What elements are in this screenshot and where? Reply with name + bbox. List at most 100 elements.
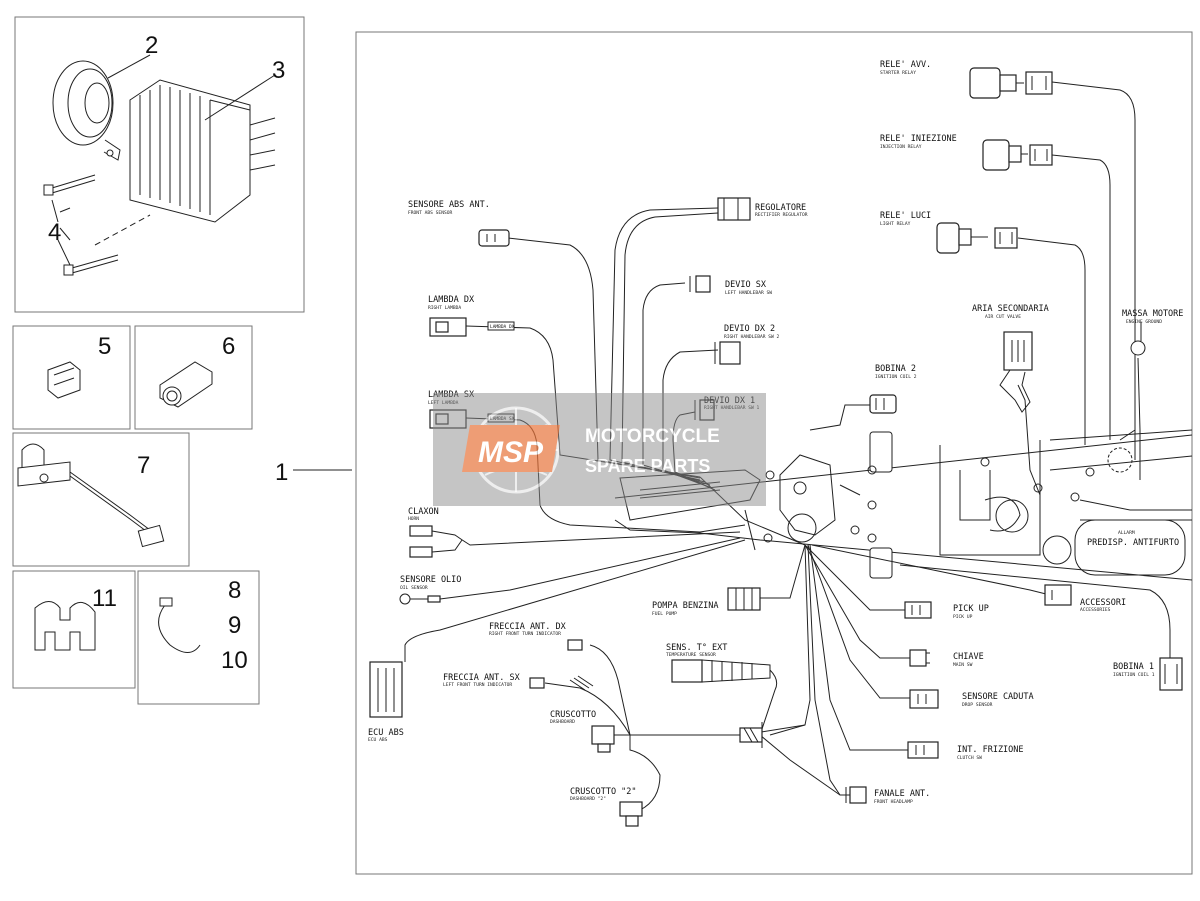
connector-devio-dx2 bbox=[714, 341, 741, 365]
label-fanale-ant: FANALE ANT. bbox=[874, 789, 930, 799]
harness-sleeve bbox=[739, 722, 763, 748]
watermark: MSP MOTORCYCLE SPARE PARTS bbox=[433, 393, 766, 506]
callout-11: 11 bbox=[92, 585, 117, 612]
label-fanale-ant-en: FRONT HEADLAMP bbox=[874, 799, 913, 805]
label-lambda-sx-en: LEFT LAMBDA bbox=[428, 400, 459, 406]
panel-part-6 bbox=[134, 325, 253, 430]
label-bobina2-en: IGNITION COIL 2 bbox=[875, 374, 917, 380]
label-cruscotto: CRUSCOTTO bbox=[550, 710, 596, 720]
label-regolatore-en: RECTIFIER REGULATOR bbox=[755, 212, 808, 218]
connector-rele-iniezione bbox=[982, 139, 1053, 171]
connector-bobina1 bbox=[1159, 657, 1183, 691]
label-rele-avv-en: STARTER RELAY bbox=[880, 70, 916, 76]
label-sens-temp: SENS. T° EXT bbox=[666, 643, 727, 653]
label-bobina1: BOBINA 1 bbox=[1113, 662, 1154, 672]
regulator-part bbox=[129, 79, 276, 223]
label-chiave-en: MAIN SW bbox=[953, 662, 973, 668]
label-freccia-dx: FRECCIA ANT. DX bbox=[489, 622, 567, 632]
label-lambda-dx: LAMBDA DX bbox=[428, 295, 475, 305]
connector-fanale bbox=[845, 786, 867, 804]
label-cruscotto2-en: DASHBOARD "2" bbox=[570, 796, 606, 802]
label-rele-avv: RELE' AVV. bbox=[880, 60, 931, 70]
label-freccia-sx-en: LEFT FRONT TURN INDICATOR bbox=[443, 682, 512, 688]
label-devio-sx: DEVIO SX bbox=[725, 280, 767, 290]
label-devio-sx-en: LEFT HANDLEBAR SW bbox=[725, 290, 772, 296]
connector-chiave bbox=[909, 649, 930, 667]
label-freccia-sx: FRECCIA ANT. SX bbox=[443, 673, 521, 683]
label-accessori-en: ACCESSORIES bbox=[1080, 607, 1111, 613]
callout-7: 7 bbox=[137, 452, 150, 479]
callout-3: 3 bbox=[272, 57, 285, 84]
label-sensore-abs: SENSORE ABS ANT. bbox=[408, 200, 490, 210]
label-int-frizione-en: CLUTCH SW bbox=[957, 755, 982, 761]
chassis-outline bbox=[614, 429, 1193, 581]
tag-lambda-sx: LAMBDA SX bbox=[490, 416, 515, 422]
connector-part-6 bbox=[159, 361, 213, 408]
label-chiave: CHIAVE bbox=[953, 652, 984, 662]
connector-pick-up bbox=[904, 601, 932, 619]
connector-cruscotto2 bbox=[619, 801, 643, 827]
panel-horn-regulator bbox=[14, 16, 305, 313]
label-devio-dx2: DEVIO DX 2 bbox=[724, 324, 775, 334]
connector-bobina2 bbox=[869, 394, 897, 414]
horn-part bbox=[52, 60, 121, 161]
callout-1: 1 bbox=[275, 459, 288, 486]
label-aria-secondaria-en: AIR CUT VALVE bbox=[985, 314, 1021, 320]
callout-9: 9 bbox=[228, 612, 241, 639]
connector-sensore-caduta bbox=[909, 689, 939, 709]
label-regolatore: REGOLATORE bbox=[755, 203, 806, 213]
label-devio-dx2-en: RIGHT HANDLEBAR SW 2 bbox=[724, 334, 780, 340]
tag-lambda-dx: LAMBDA DX bbox=[490, 324, 515, 330]
panel-part-5 bbox=[12, 325, 131, 430]
label-rele-luci-en: LIGHT RELAY bbox=[880, 221, 911, 227]
label-sens-temp-en: TEMPERATURE SENSOR bbox=[666, 652, 716, 658]
connector-freccia-sx bbox=[529, 675, 594, 691]
connector-accessori bbox=[1044, 584, 1072, 606]
connector-int-frizione bbox=[907, 741, 939, 759]
label-pick-up: PICK UP bbox=[953, 604, 989, 614]
label-rele-iniezione: RELE' INIEZIONE bbox=[880, 134, 957, 144]
label-sensore-caduta-en: DROP SENSOR bbox=[962, 702, 993, 708]
band-part-8 bbox=[158, 597, 201, 653]
label-cruscotto2: CRUSCOTTO "2" bbox=[570, 787, 637, 797]
label-massa-motore-en: ENGINE GROUND bbox=[1126, 319, 1162, 325]
label-massa-motore: MASSA MOTORE bbox=[1122, 309, 1183, 319]
label-freccia-dx-en: RIGHT FRONT TURN INDICATOR bbox=[489, 631, 561, 637]
label-devio-dx1-en: RIGHT HANDLEBAR SW 1 bbox=[704, 405, 760, 411]
label-pick-up-en: PICK UP bbox=[953, 614, 973, 620]
clip-part-5 bbox=[47, 361, 81, 399]
callout-8: 8 bbox=[228, 577, 241, 604]
label-ecu-abs: ECU ABS bbox=[368, 728, 404, 738]
label-devio-dx1: DEVIO DX 1 bbox=[704, 396, 755, 406]
label-sensore-olio-en: OIL SENSOR bbox=[400, 585, 428, 591]
label-lambda-sx: LAMBDA SX bbox=[428, 390, 475, 400]
label-bobina2: BOBINA 2 bbox=[875, 364, 916, 374]
connector-claxon bbox=[409, 525, 433, 558]
label-claxon-en: HORN bbox=[408, 516, 419, 522]
label-bobina1-en: IGNITION COIL 1 bbox=[1113, 672, 1155, 678]
connector-lambda-dx bbox=[429, 317, 515, 337]
label-predisp-antifurto: PREDISP. ANTIFURTO bbox=[1087, 538, 1179, 548]
connector-regolatore bbox=[717, 197, 751, 221]
connector-sens-temp bbox=[671, 659, 771, 683]
watermark-line2: SPARE PARTS bbox=[585, 456, 710, 476]
callout-5: 5 bbox=[98, 333, 111, 360]
connector-rele-luci bbox=[936, 222, 1018, 254]
label-claxon: CLAXON bbox=[408, 507, 439, 517]
connector-aria-secondaria bbox=[999, 331, 1033, 413]
label-rele-luci: RELE' LUCI bbox=[880, 211, 931, 221]
connector-cruscotto bbox=[591, 725, 615, 753]
callout-6: 6 bbox=[222, 333, 235, 360]
connector-freccia-dx bbox=[567, 639, 583, 651]
connector-devio-sx bbox=[689, 275, 711, 293]
label-allarm: ALLARM bbox=[1118, 530, 1135, 536]
connector-rele-avv bbox=[969, 67, 1053, 99]
panel-parts-8-10 bbox=[137, 570, 260, 705]
connector-oil-sensor bbox=[399, 593, 441, 605]
panel-part-11 bbox=[12, 570, 136, 689]
harness-wires bbox=[404, 81, 1171, 811]
callout-10: 10 bbox=[221, 647, 248, 674]
label-int-frizione: INT. FRIZIONE bbox=[957, 745, 1024, 755]
connector-devio-dx1 bbox=[694, 399, 715, 421]
